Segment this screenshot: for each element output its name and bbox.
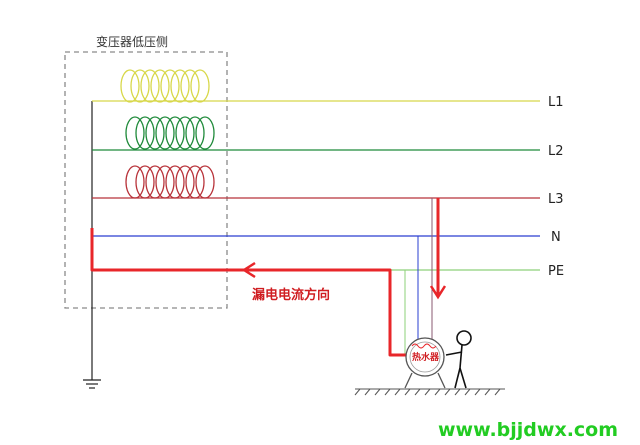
appliance-label: 热水器: [412, 351, 440, 363]
label-pe: PE: [548, 264, 564, 279]
earth-ground-icon: [83, 379, 101, 389]
water-heater-icon: [404, 337, 446, 389]
coil-l3-icon: [125, 165, 215, 199]
floor-ground: [354, 388, 505, 396]
transformer-box: [64, 51, 228, 309]
label-l3: L3: [548, 192, 564, 207]
leakage-arrow-down-icon: [429, 285, 447, 300]
coil-l1-icon: [120, 69, 210, 103]
watermark-text: www.bjjdwx.com: [438, 419, 618, 441]
label-n: N: [551, 230, 561, 245]
leakage-arrow-left-icon: [241, 261, 256, 279]
person-icon: [445, 330, 472, 389]
leakage-label: 漏电电流方向: [252, 287, 330, 303]
transformer-label: 变压器低压侧: [96, 34, 168, 49]
label-l1: L1: [548, 95, 564, 110]
coil-l2-icon: [125, 116, 215, 150]
label-l2: L2: [548, 144, 564, 159]
leakage-path: [90, 228, 408, 357]
